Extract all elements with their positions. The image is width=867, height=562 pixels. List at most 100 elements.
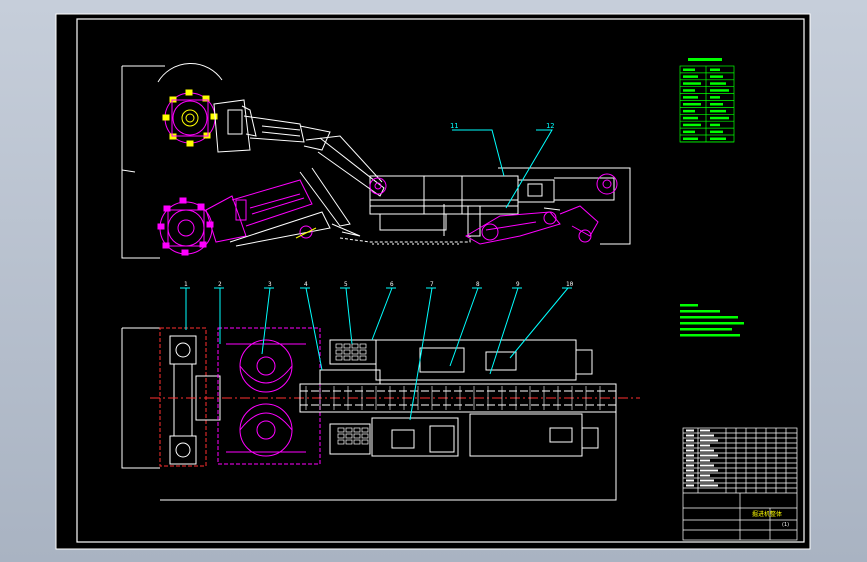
spec-table-cell bbox=[710, 109, 726, 113]
rear-stabilizer bbox=[543, 173, 618, 243]
spec-table-cell bbox=[710, 137, 726, 140]
note-line bbox=[680, 334, 740, 337]
title-block-cell bbox=[686, 439, 694, 442]
plan-body-upper bbox=[319, 339, 593, 385]
title-block-cell bbox=[700, 444, 710, 447]
valve-cell bbox=[343, 343, 351, 349]
valve-cell bbox=[353, 439, 361, 445]
valve-cell bbox=[335, 343, 343, 349]
spec-table-cell bbox=[683, 82, 701, 85]
leader-12 bbox=[505, 129, 553, 209]
plan-outline-bottom bbox=[160, 404, 617, 501]
spec-table-cell bbox=[710, 75, 723, 78]
title-block-cell bbox=[700, 434, 714, 437]
valve-cell bbox=[359, 355, 367, 361]
valve-cell bbox=[335, 349, 343, 355]
title-block-cell bbox=[700, 469, 718, 472]
gathering-star-wheels bbox=[226, 339, 306, 457]
callout-label: 9 bbox=[516, 281, 520, 288]
valve-cell bbox=[335, 355, 343, 361]
crawler-track bbox=[339, 211, 561, 245]
plan-cutter-head bbox=[169, 335, 221, 465]
valve-cell bbox=[353, 427, 361, 433]
callout-label: 5 bbox=[344, 281, 348, 288]
spec-table-cell bbox=[710, 96, 720, 99]
title-block-cell bbox=[700, 439, 718, 442]
title-block-cell bbox=[700, 459, 710, 462]
title-block-cell bbox=[686, 474, 694, 477]
elevation-outline-left bbox=[121, 66, 160, 259]
title-block-cell bbox=[700, 484, 718, 487]
callout-label: 8 bbox=[476, 281, 480, 288]
valve-cell bbox=[343, 349, 351, 355]
valve-cell bbox=[351, 343, 359, 349]
title-block-cell bbox=[686, 449, 694, 452]
loading-apron bbox=[217, 327, 321, 465]
valve-cell bbox=[345, 433, 353, 439]
spec-table-cell bbox=[683, 116, 698, 120]
valve-cell bbox=[353, 433, 361, 439]
callout-label: 1 bbox=[184, 281, 188, 288]
spec-table bbox=[679, 65, 735, 143]
callout-leader bbox=[409, 287, 433, 421]
spec-table-cell bbox=[683, 103, 701, 106]
boom-pivot bbox=[369, 177, 387, 195]
title-block-cell bbox=[686, 434, 694, 437]
spec-table-cell bbox=[710, 130, 723, 134]
valve-cell bbox=[337, 433, 345, 439]
title-block-cell bbox=[686, 444, 694, 447]
outer-frame bbox=[55, 13, 811, 550]
callout-leader bbox=[509, 287, 569, 359]
spec-table-cell bbox=[683, 96, 698, 99]
machine-body bbox=[369, 175, 615, 237]
callout-label-12: 12 bbox=[546, 122, 554, 130]
upper-boom bbox=[213, 99, 331, 153]
callout-leader bbox=[305, 287, 323, 371]
spec-table-cell bbox=[683, 75, 698, 78]
spec-table-cell bbox=[683, 68, 695, 71]
note-line bbox=[680, 328, 732, 331]
elevation-outline-right bbox=[498, 167, 631, 245]
spec-table-cell bbox=[710, 116, 729, 120]
title-block-cell bbox=[686, 464, 694, 467]
title-block bbox=[682, 427, 798, 541]
inner-frame bbox=[76, 18, 805, 543]
spec-table-cell bbox=[710, 68, 720, 71]
plan-outline-left bbox=[121, 328, 160, 469]
valve-cell bbox=[337, 439, 345, 445]
title-block-cell bbox=[686, 429, 694, 432]
main-arm bbox=[317, 137, 385, 197]
lower-boom bbox=[205, 179, 313, 243]
spec-table-cell bbox=[683, 130, 695, 134]
spec-table-cell bbox=[683, 137, 698, 140]
cutter-swing-arc bbox=[157, 62, 223, 83]
valve-cell bbox=[351, 349, 359, 355]
title-block-cell bbox=[686, 479, 694, 482]
note-line bbox=[680, 310, 720, 313]
title-block-cell bbox=[686, 469, 694, 472]
chain-conveyor bbox=[299, 383, 617, 413]
title-block-cell bbox=[686, 484, 694, 487]
valve-cell bbox=[345, 439, 353, 445]
title-block-cell bbox=[686, 459, 694, 462]
spec-table-cell bbox=[710, 103, 723, 106]
scale-label: (1) bbox=[782, 522, 789, 528]
callout-label: 2 bbox=[218, 281, 222, 288]
callout-label: 10 bbox=[566, 281, 574, 288]
title-block-cell bbox=[700, 429, 710, 432]
valve-cell bbox=[359, 349, 367, 355]
title-block-cell bbox=[700, 474, 710, 477]
callout-leader bbox=[449, 287, 479, 367]
note-line bbox=[680, 316, 738, 319]
lower-cutter-head bbox=[157, 197, 214, 256]
valve-cell bbox=[359, 343, 367, 349]
callout-leader bbox=[261, 287, 271, 355]
side-elevation-view bbox=[121, 62, 631, 259]
valve-cell bbox=[337, 427, 345, 433]
valve-cell bbox=[361, 433, 369, 439]
valve-cell bbox=[345, 427, 353, 433]
valve-cell bbox=[343, 355, 351, 361]
callout-label: 7 bbox=[430, 281, 434, 288]
